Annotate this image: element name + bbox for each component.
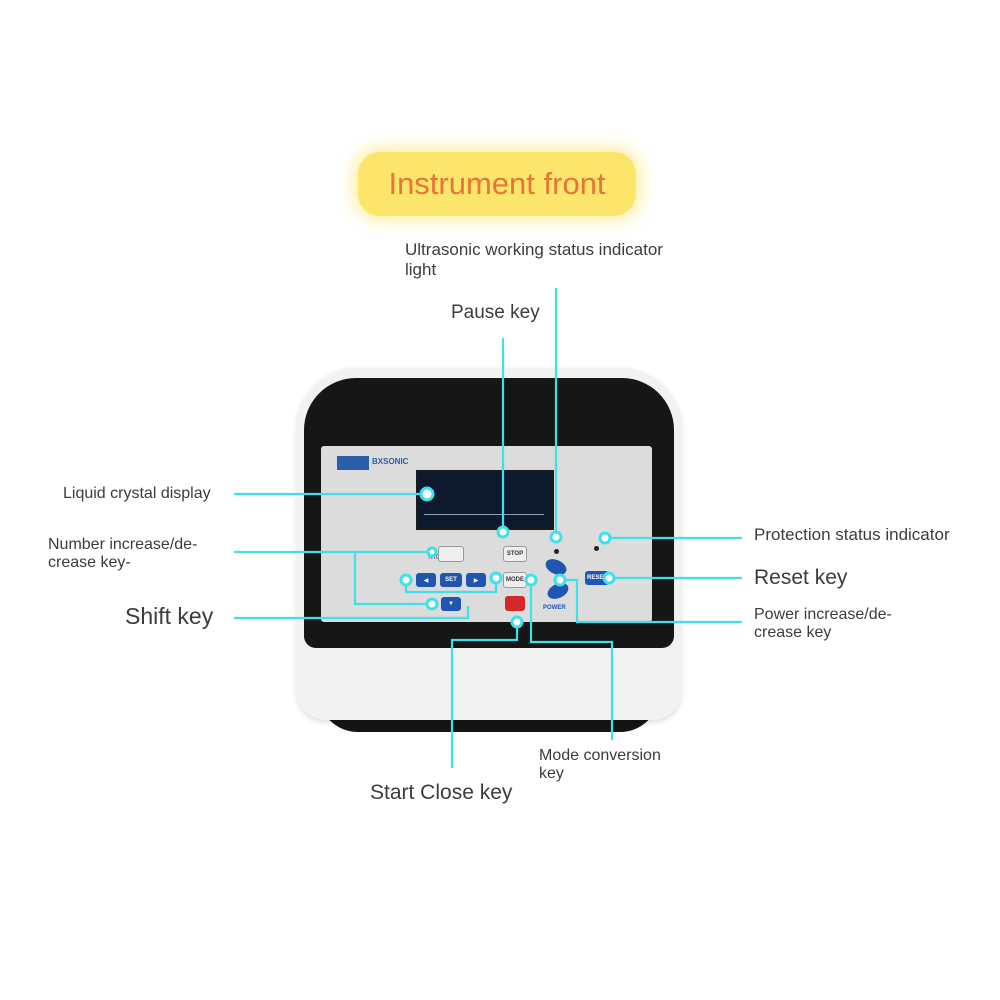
callout-dot-reset [602, 571, 616, 585]
reset-key[interactable]: RESET [585, 571, 609, 585]
label-reset-key: Reset key [754, 566, 848, 589]
callout-dot-number [426, 546, 438, 558]
mode-key[interactable]: MODE [503, 572, 527, 588]
brand-name: BXSONIC [372, 457, 409, 466]
label-liquid-crystal-display: Liquid crystal display [63, 485, 211, 502]
down-arrow-key[interactable]: ▼ [441, 597, 461, 611]
callout-dot-lcd [419, 486, 435, 502]
power-label: POWER [543, 605, 566, 611]
label-pause-key: Pause key [451, 302, 540, 323]
title-banner: Instrument front [358, 152, 636, 216]
callout-dot-start [510, 615, 524, 629]
label-mode-key: Mode conversion key [539, 747, 661, 783]
right-arrow-key[interactable]: ▶ [466, 573, 486, 587]
left-arrow-key[interactable]: ◀ [416, 573, 436, 587]
callout-line-shift [234, 606, 470, 620]
label-number-key: Number increase/de-crease key- [48, 536, 198, 572]
brand-logo [337, 456, 369, 470]
callout-dot-down-arrow [425, 597, 439, 611]
page-title: Instrument front [388, 166, 606, 201]
callout-dot-protection [598, 531, 612, 545]
label-power-key: Power increase/de-crease key [754, 606, 892, 642]
number-key[interactable] [438, 546, 464, 562]
label-start-close-key: Start Close key [370, 781, 513, 804]
label-ultrasonic-indicator: Ultrasonic working status indicator ligh… [405, 240, 663, 279]
callout-bracket-arrows [404, 578, 498, 594]
callout-line-power [560, 578, 742, 624]
protection-status-led [594, 546, 599, 551]
callout-dot-left-arrow [399, 573, 413, 587]
callout-dot-ultrasonic [549, 530, 563, 544]
ultrasonic-status-led [554, 549, 559, 554]
panel-mini-label: Mo[fi [428, 551, 448, 561]
set-key[interactable]: SET [440, 573, 462, 587]
label-protection-indicator: Protection status indicator [754, 525, 950, 544]
start-close-key[interactable] [505, 596, 525, 611]
callout-dot-mode [524, 573, 538, 587]
callout-dot-right-arrow [489, 571, 503, 585]
callout-dot-power [553, 573, 567, 587]
label-shift-key: Shift key [125, 603, 214, 629]
callout-dot-pause [496, 525, 510, 539]
stop-key[interactable]: STOP [503, 546, 527, 562]
callout-bracket-number [353, 552, 432, 606]
lcd-screen [416, 470, 554, 530]
callout-line-start [450, 622, 519, 768]
callout-line-mode [529, 580, 614, 740]
lcd-scale [424, 514, 544, 523]
